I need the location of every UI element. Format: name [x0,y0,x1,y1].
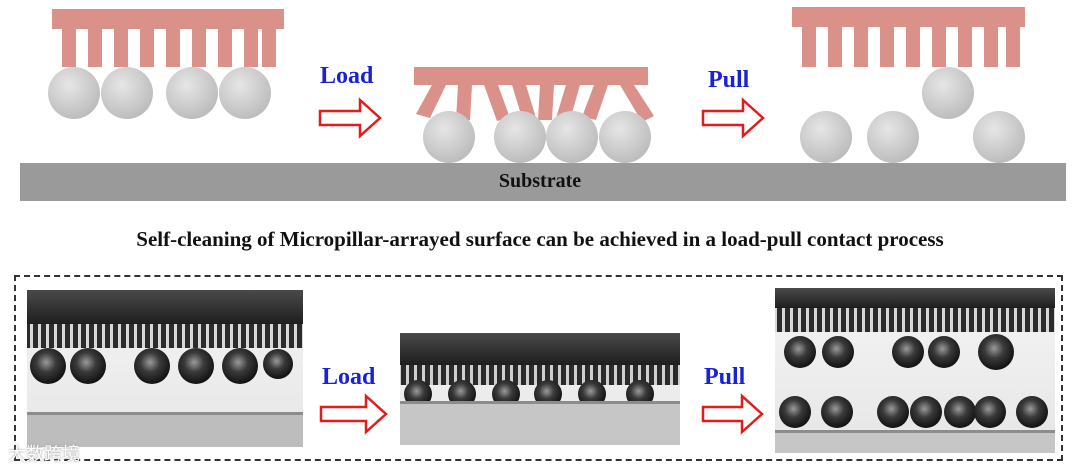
pull-arrow-bottom [701,393,764,435]
pull-label-bottom: Pull [704,364,746,390]
load-arrow-bottom [319,393,388,435]
photo-panel-frame [14,275,1063,461]
stage1-pillar-array [52,9,284,67]
photo-pulled [775,288,1055,453]
stage1-spheres [48,67,271,119]
photo-initial [27,290,303,447]
stage3-spheres [800,67,1025,163]
load-arrow-top [318,97,382,139]
substrate-bar [20,163,1066,201]
figure-subtitle: Self-cleaning of Micropillar-arrayed sur… [136,227,944,251]
load-label-bottom: Load [322,364,376,390]
pull-arrow-top [701,97,765,139]
load-label-top: Load [320,63,374,89]
stage2-pillar-array [414,67,654,122]
schematic-diagram [20,7,1066,201]
stage3-pillar-array [792,7,1025,67]
stage2-spheres [423,111,651,163]
watermark: 大数跨境 [8,444,80,465]
substrate-label: Substrate [498,170,582,192]
photo-loaded [400,333,680,445]
pull-label-top: Pull [708,67,750,93]
